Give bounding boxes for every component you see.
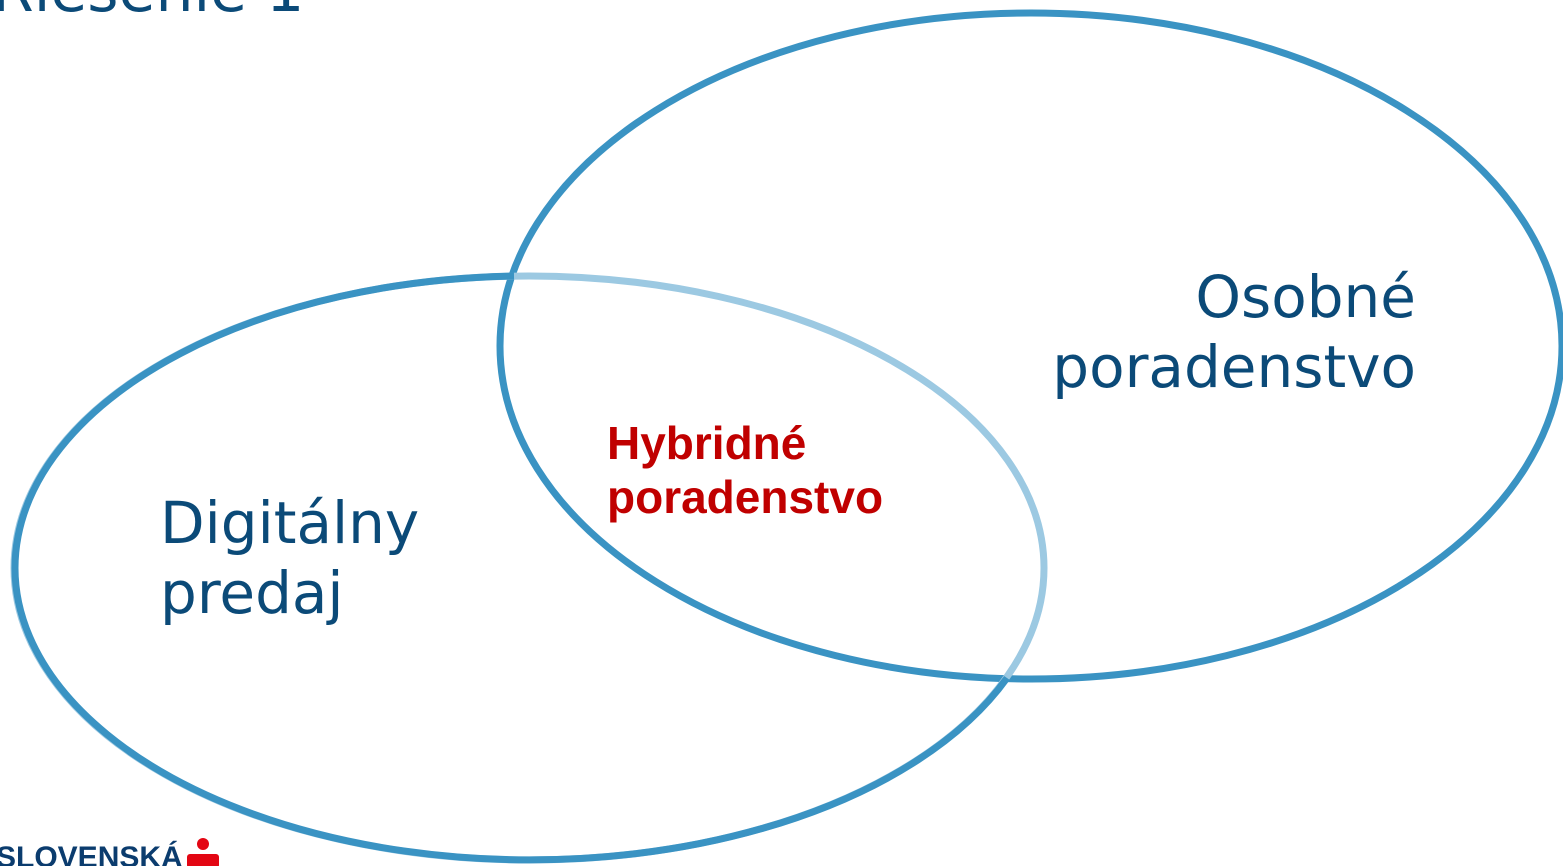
set-label-personal-line-1: Osobné xyxy=(1195,263,1416,331)
logo-text: SLOVENSKÁ xyxy=(0,841,183,866)
bank-logo: SLOVENSKÁ xyxy=(0,838,221,866)
intersection-label: Hybridné poradenstvo xyxy=(607,416,883,524)
set-label-digital-line-2: predaj xyxy=(160,559,344,627)
set-label-personal-line-2: poradenstvo xyxy=(1052,333,1416,401)
intersection-label-line-1: Hybridné xyxy=(607,417,807,469)
set-label-digital: Digitálny predaj xyxy=(160,488,419,628)
sporitelna-s-icon xyxy=(186,838,221,866)
intersection-label-line-2: poradenstvo xyxy=(607,471,884,523)
set-label-personal: Osobné poradenstvo xyxy=(1052,262,1416,402)
slide-title: Riešenie 1 xyxy=(0,0,304,26)
set-label-digital-line-1: Digitálny xyxy=(160,489,420,557)
ellipse-digital xyxy=(11,272,1010,864)
ellipse-personal xyxy=(496,9,1563,683)
